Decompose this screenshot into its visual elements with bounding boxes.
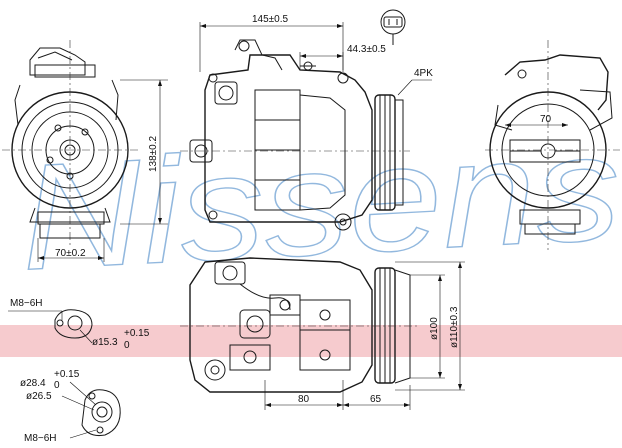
port-m8-bottom-label: M8−6H bbox=[24, 433, 57, 444]
port-m8-top-label: M8−6H bbox=[10, 298, 43, 309]
watermark-text: Nissens bbox=[16, 102, 622, 301]
belt-4pk-label: 4PK bbox=[414, 68, 433, 79]
dim-70-right-label: 70 bbox=[540, 114, 552, 125]
port-28-4-label: ø28.4 bbox=[20, 378, 46, 389]
dim-65-label: 65 bbox=[370, 394, 382, 405]
port-15-3-tol-plus: +0.15 bbox=[124, 328, 150, 339]
port-detail-large bbox=[61, 381, 121, 439]
dim-70-left-label: 70±0.2 bbox=[55, 248, 86, 259]
bottom-view bbox=[180, 257, 465, 410]
rear-view bbox=[485, 40, 620, 250]
dim-138-label: 138±0.2 bbox=[148, 135, 159, 172]
front-view bbox=[2, 40, 168, 262]
port-26-5-label: ø26.5 bbox=[26, 391, 52, 402]
port-15-3-label: ø15.3 bbox=[92, 337, 118, 348]
dim-145-label: 145±0.5 bbox=[252, 14, 289, 25]
port-28-4-tol-zero: 0 bbox=[54, 380, 60, 391]
port-28-4-tol-plus: +0.15 bbox=[54, 369, 80, 380]
port-detail-small bbox=[8, 309, 93, 344]
port-15-3-tol-zero: 0 bbox=[124, 340, 130, 351]
side-view bbox=[180, 9, 432, 231]
dia-100-label: ø100 bbox=[429, 317, 440, 340]
dim-44-3-label: 44.3±0.5 bbox=[347, 44, 386, 55]
dia-110-label: ø110±0.3 bbox=[449, 306, 460, 348]
dim-80-label: 80 bbox=[298, 394, 310, 405]
